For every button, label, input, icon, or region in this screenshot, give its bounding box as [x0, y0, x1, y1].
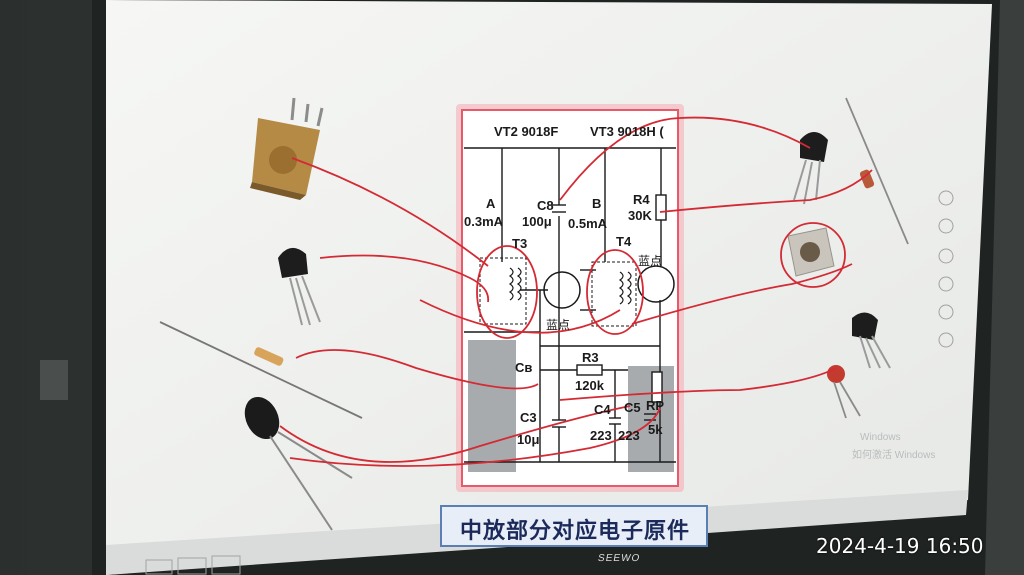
component-transistor-left [278, 247, 321, 326]
caption-banner: 中放部分对应电子原件 [440, 505, 708, 547]
vt2-label: VT2 9018F [494, 124, 559, 139]
vt3-symbol [637, 265, 675, 303]
t4-label: T4 [616, 234, 632, 249]
r3-value: 120k [575, 378, 604, 393]
r4-symbol [655, 194, 667, 221]
cb-block [468, 340, 516, 472]
rp-block [628, 366, 674, 472]
wall-bracket [40, 360, 68, 400]
c4-label: C4 [594, 402, 611, 417]
t3-symbol [479, 257, 527, 325]
c3-label: C3 [520, 410, 537, 425]
c5-value: 223 [618, 428, 640, 443]
rp-symbol [651, 371, 663, 403]
windows-watermark: Windows [860, 432, 901, 443]
r4-label: R4 [633, 192, 650, 207]
a-label: A [486, 196, 496, 211]
caption-text: 中放部分对应电子原件 [460, 519, 691, 544]
c8-label: C8 [537, 198, 554, 213]
component-coil-right [780, 222, 846, 288]
rp-value: 5k [648, 422, 663, 437]
coil-highlight [780, 222, 846, 288]
b-label: B [592, 196, 602, 211]
component-transistor-right-top [793, 132, 828, 205]
toolbar-btn [211, 555, 241, 575]
blue-dot-label: 蓝点 [546, 318, 571, 332]
t4-symbol [591, 261, 637, 327]
component-transistor-right-bottom [852, 312, 891, 369]
toolbar-btn [145, 559, 173, 575]
t3-highlight [476, 245, 538, 339]
r4-value: 30K [628, 208, 652, 223]
vt2-symbol [543, 271, 581, 309]
a-current: 0.3mA [464, 214, 504, 229]
t4-highlight [586, 249, 644, 335]
blue-dot-label-top: 蓝点 [638, 254, 663, 268]
c5-label: C5 [624, 400, 641, 415]
vt3-label: VT3 9018H ( [590, 124, 664, 139]
c3-value: 10μ [517, 432, 540, 447]
windows-watermark-sub: 如何激活 Windows [852, 450, 936, 461]
rp-label: RP [646, 398, 665, 413]
cb-label: Cв [515, 360, 533, 375]
b-current: 0.5mA [568, 216, 608, 231]
r3-symbol [576, 364, 603, 376]
c8-value: 100μ [522, 214, 552, 229]
monitor-brand: SEEWO [597, 553, 642, 564]
r3-label: R3 [582, 350, 599, 365]
component-coil-module [250, 97, 324, 200]
component-capacitor-electrolytic [244, 396, 353, 531]
annotation-wires [279, 116, 873, 467]
component-diode-right [845, 97, 909, 245]
toolbar-btn [177, 557, 207, 575]
photo-timestamp: 2024-4-19 16:50 [816, 534, 984, 558]
c4-value: 223 [590, 428, 612, 443]
t3-label: T3 [512, 236, 528, 251]
side-toolbar [938, 190, 954, 348]
component-resistor-left [159, 321, 363, 419]
